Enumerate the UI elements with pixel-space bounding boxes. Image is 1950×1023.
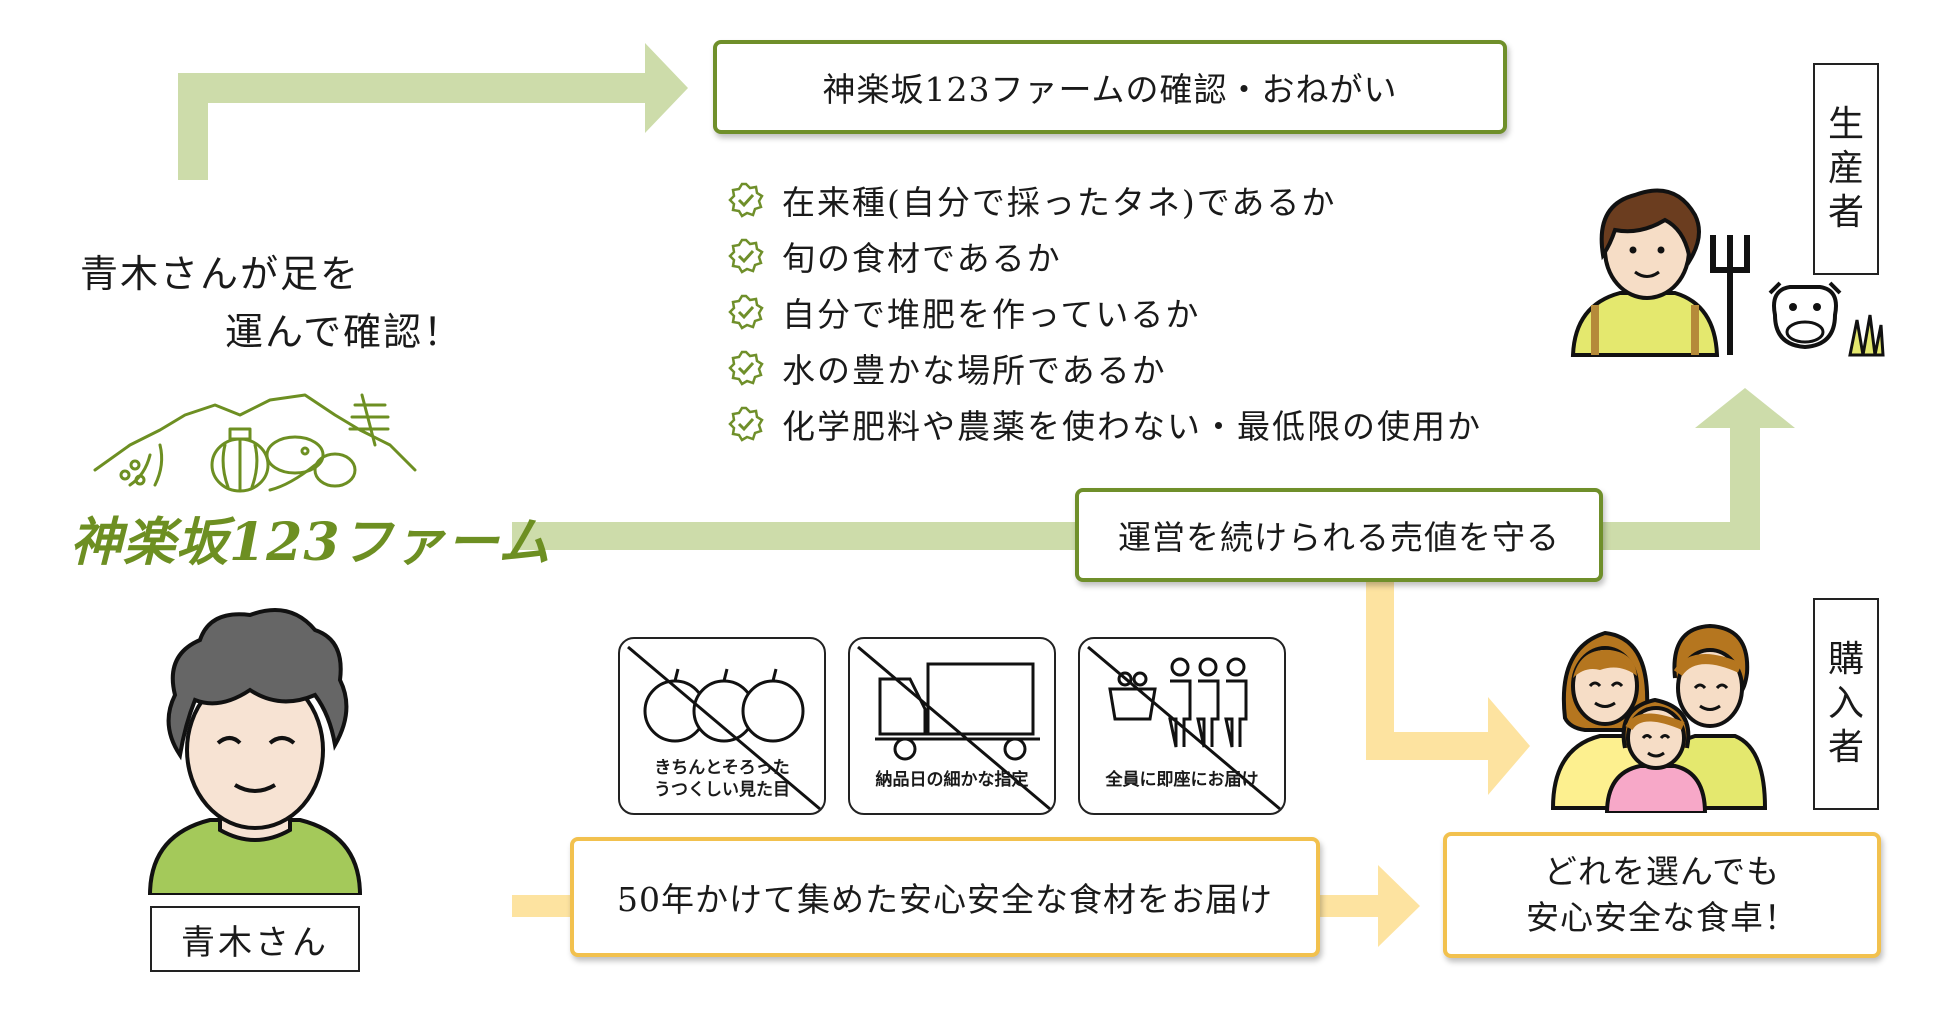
check-item-label: 自分で堆肥を作っているか [782,295,1201,334]
arrow-to-farm-check [178,43,688,180]
buyer-family-illustration [1550,623,1768,813]
prohibited-card-appearance: きちんとそろった うつくしい見た目 [618,637,826,815]
arrow-to-buyers [1366,580,1530,795]
truck-icon [857,645,1051,811]
producer-label-char: 産 [1827,148,1864,189]
aoki-note: 青木さんが足を 運んで確認！ [80,245,463,361]
card-caption-line1: きちんとそろった [654,758,790,778]
check-item: 化学肥料や農薬を使わない・最低限の使用か [728,396,1482,452]
buyer-label-char: 購 [1827,639,1864,680]
check-item-label: 水の豊かな場所であるか [782,351,1167,390]
delivery-box-label: 50年かけて集めた安心安全な食材をお届け [617,880,1273,919]
check-badge-icon [728,294,764,330]
prohibited-slash [627,645,821,811]
aoki-name: 青木さん [181,922,329,963]
producer-label-char: 者 [1827,192,1864,233]
aoki-avatar [147,608,363,895]
prohibited-card-instant-delivery: 全員に即座にお届け [1078,637,1286,815]
check-item-label: 化学肥料や農薬を使わない・最低限の使用か [782,407,1482,446]
farm-logo-text: 神楽坂123ファーム [70,512,551,573]
card-caption-line1: 納品日の細かな指定 [875,770,1029,790]
check-item: 在来種(自分で採ったタネ)であるか [728,172,1482,228]
people-box-icon [1087,645,1281,811]
aoki-note-line2: 運んで確認！ [225,310,464,354]
producer-illustration [1570,188,1885,357]
aoki-name-box: 青木さん [150,906,360,972]
farm-check-title: 神楽坂123ファームの確認・おねがい [822,70,1398,109]
buyer-label: 購 入 者 [1813,598,1879,810]
farm-check-list: 在来種(自分で採ったタネ)であるか 旬の食材であるか 自分で堆肥を作っているか … [728,172,1482,452]
farm-check-title-box: 神楽坂123ファームの確認・おねがい [713,40,1507,134]
result-box: どれを選んでも 安心安全な食卓！ [1443,832,1881,958]
check-item: 水の豊かな場所であるか [728,340,1482,396]
farm-logo-illustration [93,393,417,493]
price-box-label: 運営を続けられる売値を守る [1118,518,1560,557]
check-item-label: 在来種(自分で採ったタネ)であるか [782,183,1337,222]
card-caption-line1: 全員に即座にお届け [1105,770,1259,790]
check-badge-icon [728,406,764,442]
buyer-label-char: 入 [1827,683,1864,724]
producer-label-char: 生 [1827,104,1864,145]
apples-icon [627,645,821,811]
check-item-label: 旬の食材であるか [782,239,1062,278]
price-box: 運営を続けられる売値を守る [1075,488,1603,582]
delivery-box: 50年かけて集めた安心安全な食材をお届け [570,837,1320,957]
prohibited-card-delivery-date: 納品日の細かな指定 [848,637,1056,815]
arrow-to-producer [512,388,1795,550]
buyer-label-char: 者 [1827,727,1864,768]
check-item: 自分で堆肥を作っているか [728,284,1482,340]
result-box-line2: 安心安全な食卓！ [1526,898,1798,937]
result-box-line1: どれを選んでも [1543,852,1781,891]
check-item: 旬の食材であるか [728,228,1482,284]
aoki-note-line1: 青木さんが足を [80,252,361,296]
check-badge-icon [728,182,764,218]
prohibited-slash [857,645,1051,811]
producer-label: 生 産 者 [1813,63,1879,275]
prohibited-slash [1087,645,1281,811]
check-badge-icon [728,238,764,274]
check-badge-icon [728,350,764,386]
card-caption-line2: うつくしい見た目 [654,780,790,800]
